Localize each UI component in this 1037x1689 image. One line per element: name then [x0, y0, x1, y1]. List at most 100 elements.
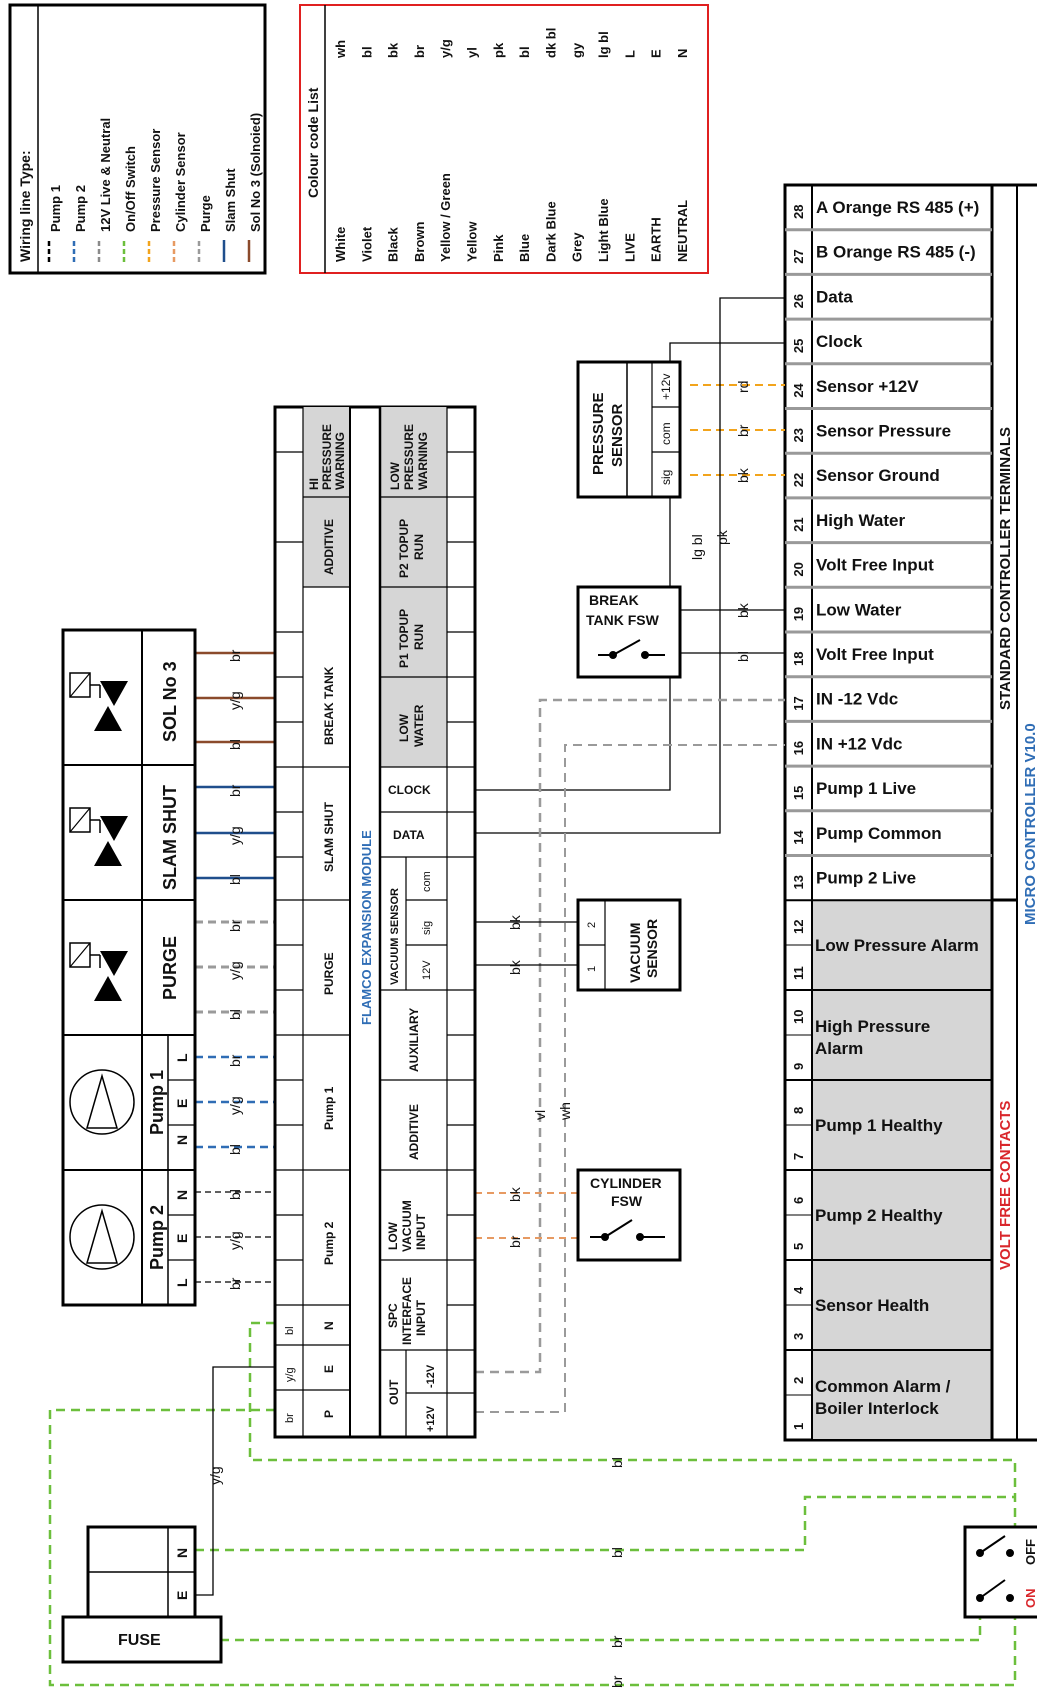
colour-code: y/g [438, 39, 453, 58]
colour-code: L [622, 50, 637, 58]
colour-code: bk [386, 42, 401, 58]
colour-code: wh [333, 40, 348, 59]
colour-name: Light Blue [596, 198, 611, 262]
slam-wire-yg: y/g [227, 826, 243, 845]
colour-code-list: Colour code List WhitewhVioletblBlackbkB… [299, 4, 709, 274]
terminal-label: Data [816, 287, 853, 306]
fuse-terminal-n: N [174, 1548, 190, 1558]
wire-label-bk: bk [507, 914, 523, 930]
legend-item-label: Sol No 3 (Solnoied) [248, 113, 263, 232]
terminal-number: 24 [791, 383, 806, 398]
low-water-label: LOW [397, 713, 411, 742]
wire-label-br: br [735, 424, 751, 437]
terminal-number: 21 [791, 517, 806, 531]
wire-label-lg-bl: lg bl [689, 534, 705, 560]
colour-code: bl [517, 46, 532, 58]
colour-name: EARTH [649, 217, 664, 262]
hi-pressure-warning-label: PRESSURE [320, 424, 334, 490]
sol3-wire-bl: bl [227, 739, 243, 750]
switch-on-label: ON [1023, 1589, 1037, 1609]
colour-name: Blue [517, 234, 532, 262]
vacuum-sensor-title: VACUUM [627, 923, 643, 983]
volt-free-contact-label: Sensor Health [815, 1296, 929, 1315]
sol3-label: SOL No 3 [160, 661, 180, 742]
pressure-sensor-title: PRESSURE [590, 392, 607, 475]
purge-wire-bl: bl [227, 1009, 243, 1020]
volt-free-contact-label: Alarm [815, 1039, 863, 1058]
legend-item-label: 12V Live & Neutral [98, 118, 113, 232]
low-vacuum-input-label: LOW [386, 1221, 400, 1250]
solenoid-valve-icon [69, 672, 128, 731]
pressure-sensor-pin: com [659, 422, 673, 445]
terminal-number: 3 [791, 1333, 806, 1340]
terminal-number: 25 [791, 339, 806, 353]
plus12v-label: +12V [425, 1405, 437, 1432]
terminal-label: Pump Common [816, 824, 942, 843]
terminal-label: Pump 2 Live [816, 869, 916, 888]
volt-free-contact-label: Pump 1 Healthy [815, 1116, 943, 1135]
wire-label-bk: bk [735, 602, 751, 618]
legend-item-label: Purge [198, 195, 213, 232]
colour-code: bl [359, 46, 374, 58]
colour-name: White [333, 227, 348, 262]
vacuum-sensor: 2 1 VACUUM SENSOR [576, 898, 682, 992]
legend-item-label: Pump 1 [48, 185, 63, 232]
colour-code: br [412, 45, 427, 58]
wire-label-yg: y/g [207, 1466, 223, 1485]
terminal-number: 22 [791, 473, 806, 487]
vacuum-sensor-title: SENSOR [644, 919, 660, 978]
switch-off-label: OFF [1023, 1539, 1037, 1565]
neutral-label: N [322, 1321, 336, 1330]
pump1-wire-br: br [227, 1054, 243, 1067]
terminal-number: 14 [791, 830, 806, 845]
pump2-terminal-e: E [174, 1234, 190, 1243]
expansion-module: HI PRESSURE WARNING ADDITIVE BREAK TANK … [273, 405, 477, 1439]
pump1-terminal-e: E [174, 1099, 190, 1108]
purge-wire-yg: y/g [227, 961, 243, 980]
switch-contact-icon [590, 1219, 665, 1241]
com-label: com [421, 871, 433, 892]
pressure-sensor-title: SENSOR [609, 403, 626, 467]
volt-free-contacts-title: VOLT FREE CONTACTS [997, 1101, 1014, 1270]
terminal-label: IN -12 Vdc [816, 690, 898, 709]
slam-wire-bl: bl [227, 874, 243, 885]
terminal-label: Sensor +12V [816, 377, 919, 396]
hi-pressure-warning-label: WARNING [333, 432, 347, 490]
data-label: DATA [393, 828, 425, 842]
terminal-number: 20 [791, 562, 806, 576]
on-off-switch: OFF ON [963, 1525, 1037, 1619]
pump1-wire-yg: y/g [227, 1096, 243, 1115]
p2-topup-run-label: P2 TOPUP [397, 519, 411, 578]
legend-item-label: On/Off Switch [123, 146, 138, 232]
pump2-wire-yg: y/g [227, 1231, 243, 1250]
colour-name: NEUTRAL [675, 200, 690, 262]
pump2-wire-br: br [227, 1277, 243, 1290]
break-tank-fsw-title: BREAK [589, 592, 639, 608]
slam-shut-device-label: SLAM SHUT [160, 785, 180, 890]
legend-item-label: Cylinder Sensor [173, 132, 188, 232]
vacuum-sensor-pin: 2 [586, 922, 598, 928]
volt-free-contact-label: High Pressure [815, 1017, 930, 1036]
cylinder-fsw-title: FSW [611, 1193, 643, 1209]
colour-name: Grey [570, 232, 585, 262]
colour-code: lg bl [596, 31, 611, 58]
colour-code: yl [465, 47, 480, 58]
legend-item-label: Pump 2 [73, 185, 88, 232]
wire-label-bl: bl [609, 1457, 625, 1468]
sol3-wire-yg: y/g [227, 691, 243, 710]
wire-label-bk: bk [507, 959, 523, 975]
out-label: OUT [387, 1379, 401, 1405]
pump2-device-label: Pump 2 [147, 1205, 167, 1270]
fuse: N E FUSE [61, 1525, 223, 1664]
colour-code: dk bl [543, 28, 558, 58]
terminal-number: 13 [791, 875, 806, 889]
pump2-label: Pump 2 [322, 1221, 336, 1265]
purge-label: PURGE [322, 952, 336, 995]
terminal-number: 6 [791, 1197, 806, 1204]
terminal-label: Volt Free Input [816, 645, 934, 664]
terminal-label: A Orange RS 485 (+) [816, 198, 979, 217]
low-water-label: WATER [412, 704, 426, 747]
colour-name: Yellow [465, 221, 480, 262]
